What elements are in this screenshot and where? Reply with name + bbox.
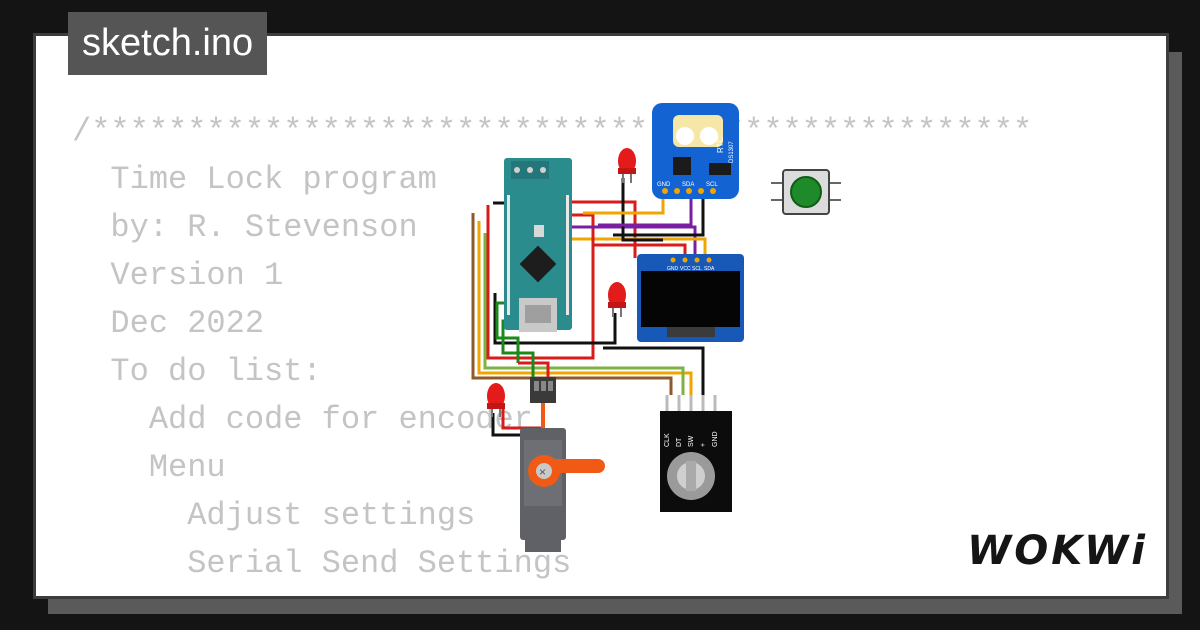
led-icon [618,148,636,183]
rtc-label: RTC [716,136,725,153]
preview-card: /***************************************… [33,33,1169,599]
encoder-pin-plus: + [700,443,707,447]
code-preview: /***************************************… [72,108,1033,596]
rtc-module: RTC DS1307 GND SDA SCL [652,103,739,199]
rtc-pin-scl: SCL [706,182,718,188]
servo-motor: × [520,377,605,552]
code-line: Adjust settings [72,497,476,534]
code-line: Version 1 [72,257,284,294]
rotary-encoder: CLK DT SW + GND [660,395,732,512]
code-line: Add code for encoder [72,401,533,438]
svg-text:×: × [539,465,546,479]
wokwi-logo: WOKWi [967,528,1148,574]
rtc-pin-gnd: GND [657,182,671,188]
code-line: by: R. Stevenson [72,209,418,246]
encoder-pin-dt: DT [676,437,683,447]
code-line: Menu [72,449,226,486]
code-line: Serial Send Settings [72,545,572,582]
code-line: Time Lock program [72,161,437,198]
wires [471,178,707,440]
code-line: Sleep mode [72,588,1032,596]
oled-pin-vcc: VCC [680,266,691,272]
arduino-nano [504,158,572,332]
circuit-diagram: RTC DS1307 GND SDA SCL GND VCC SCL SDA [471,103,841,552]
oled-pin-scl: SCL [692,266,702,272]
led-icon [608,282,626,317]
rtc-chip-label: DS1307 [729,141,735,163]
encoder-pin-gnd: GND [712,431,719,447]
code-line: Dec 2022 [72,305,265,342]
code-line: To do list: [72,353,322,390]
encoder-pin-clk: CLK [664,433,671,447]
oled-display: GND VCC SCL SDA [637,254,744,342]
pushbutton [771,169,841,215]
led-icon [487,383,505,417]
code-line: /***************************************… [72,113,1033,150]
file-name-tab: sketch.ino [68,12,268,75]
rtc-pin-sda: SDA [682,182,694,188]
oled-pin-sda: SDA [704,266,715,272]
oled-pin-gnd: GND [667,266,679,272]
encoder-pin-sw: SW [688,435,695,447]
